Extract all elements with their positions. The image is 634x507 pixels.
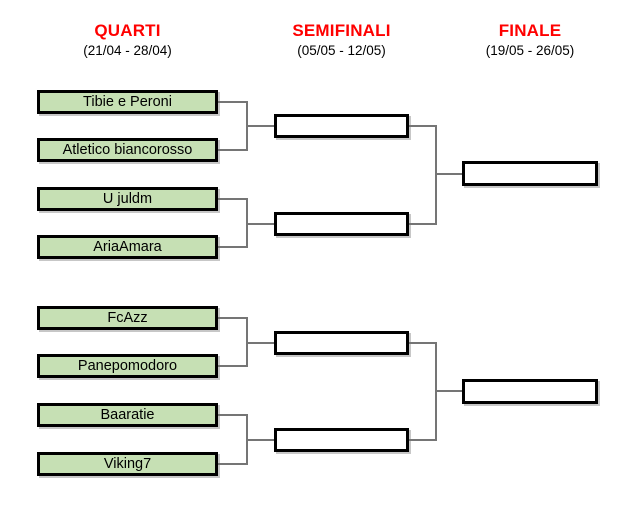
connector-qf4-bottom-stub bbox=[218, 463, 248, 465]
team-box-ariaamara: AriaAmara bbox=[37, 235, 218, 259]
column-title-quarti: QUARTI bbox=[94, 21, 161, 40]
connector-qf2-to-sf2 bbox=[246, 223, 274, 225]
team-box-panepomodoro: Panepomodoro bbox=[37, 354, 218, 378]
semifinal-slot-4 bbox=[274, 428, 409, 452]
column-title-finale: FINALE bbox=[498, 21, 562, 40]
semifinal-slot-2 bbox=[274, 212, 409, 236]
connector-qf3-top-stub bbox=[218, 317, 248, 319]
team-box-baaratie: Baaratie bbox=[37, 403, 218, 427]
connector-qf2-bottom-stub bbox=[218, 246, 248, 248]
team-box-u-juldm: U juldm bbox=[37, 187, 218, 211]
column-header-semifinali: SEMIFINALI (05/05 - 12/05) bbox=[274, 21, 409, 58]
column-dates-quarti: (21/04 - 28/04) bbox=[83, 42, 172, 58]
connector-qf1-bottom-stub bbox=[218, 149, 248, 151]
column-header-quarti: QUARTI (21/04 - 28/04) bbox=[37, 21, 218, 58]
column-dates-finale: (19/05 - 26/05) bbox=[485, 42, 575, 58]
connector-qf3-to-sf3 bbox=[246, 342, 274, 344]
final-slot-2 bbox=[462, 379, 598, 404]
connector-sfbottom-to-final2 bbox=[435, 390, 462, 392]
team-box-atletico-biancorosso: Atletico biancorosso bbox=[37, 138, 218, 162]
connector-qf1-top-stub bbox=[218, 101, 248, 103]
connector-sftop-top-stub bbox=[409, 125, 437, 127]
connector-sftop-vertical bbox=[435, 125, 437, 225]
connector-sfbottom-top-stub bbox=[409, 342, 437, 344]
connector-qf2-top-stub bbox=[218, 198, 248, 200]
connector-sftop-bottom-stub bbox=[409, 223, 437, 225]
team-box-fcazz: FcAzz bbox=[37, 306, 218, 330]
team-box-viking7: Viking7 bbox=[37, 452, 218, 476]
column-title-semifinali: SEMIFINALI bbox=[292, 21, 391, 40]
column-dates-semifinali: (05/05 - 12/05) bbox=[297, 42, 386, 58]
connector-qf4-top-stub bbox=[218, 414, 248, 416]
final-slot-1 bbox=[462, 161, 598, 186]
semifinal-slot-3 bbox=[274, 331, 409, 355]
column-header-finale: FINALE (19/05 - 26/05) bbox=[462, 21, 598, 58]
connector-qf1-to-sf1 bbox=[246, 125, 274, 127]
semifinal-slot-1 bbox=[274, 114, 409, 138]
connector-sfbottom-bottom-stub bbox=[409, 439, 437, 441]
team-box-tibie-e-peroni: Tibie e Peroni bbox=[37, 90, 218, 114]
connector-qf4-to-sf4 bbox=[246, 439, 274, 441]
connector-sftop-to-final1 bbox=[435, 173, 462, 175]
connector-qf3-bottom-stub bbox=[218, 365, 248, 367]
